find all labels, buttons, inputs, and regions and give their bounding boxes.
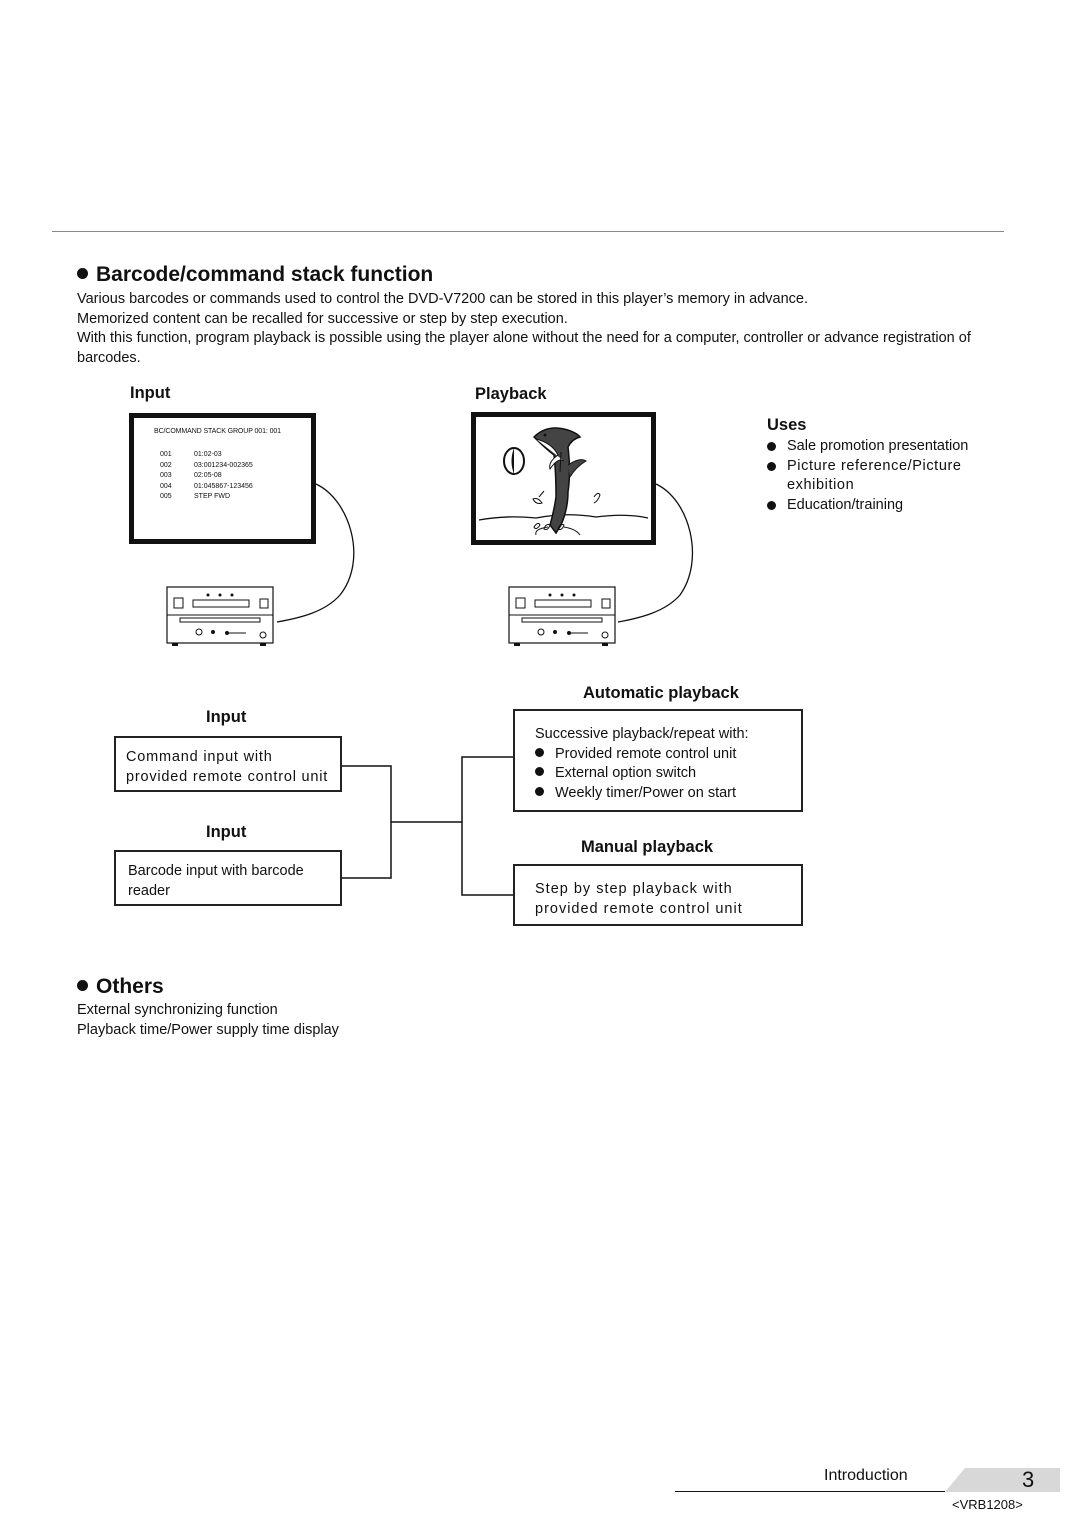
dvd-player-right <box>508 586 616 646</box>
auto-playback-box: Successive playback/repeat with: Provide… <box>513 709 803 812</box>
screen-header: BC/COMMAND STACK GROUP 001: 001 <box>154 428 281 435</box>
list-item: Provided remote control unit <box>535 745 781 765</box>
doc-code: <VRB1208> <box>952 1497 1023 1512</box>
section-title-barcode: Barcode/command stack function <box>77 263 433 287</box>
diagram-playback-label: Playback <box>475 385 547 403</box>
flow-input-label-2: Input <box>206 823 247 841</box>
playback-monitor <box>471 412 656 545</box>
diagram-input-label: Input <box>130 384 171 402</box>
list-item: External option switch <box>535 764 781 784</box>
section-title-others: Others <box>77 975 164 999</box>
page-tab-shape <box>945 1468 1060 1492</box>
manual-playback-box: Step by step playback with provided remo… <box>513 864 803 926</box>
barcode-input-box: Barcode input with barcode reader <box>114 850 342 906</box>
footer-section: Introduction <box>824 1467 908 1484</box>
uses-title: Uses <box>767 416 807 434</box>
page-number: 3 <box>1022 1467 1035 1492</box>
uses-block: Uses <box>767 416 806 435</box>
list-item: Weekly timer/Power on start <box>535 784 781 804</box>
list-item: Picture reference/Picture exhibition <box>767 457 1007 496</box>
flow-connector-lines <box>342 756 514 896</box>
bullet-icon <box>77 268 88 279</box>
bullet-icon <box>77 980 88 991</box>
footer-rule <box>675 1491 945 1492</box>
top-divider <box>52 231 1004 232</box>
others-text: External synchronizing function Playback… <box>77 1002 339 1038</box>
uses-list: Sale promotion presentation Picture refe… <box>767 437 1007 515</box>
auto-playback-label: Automatic playback <box>583 684 739 702</box>
auto-playback-list: Provided remote control unit External op… <box>535 745 781 804</box>
list-item: Sale promotion presentation <box>767 437 1007 457</box>
dolphin-illustration <box>478 427 649 536</box>
cable-lines <box>276 483 694 623</box>
list-item: Education/training <box>767 496 1007 516</box>
dvd-player-left <box>166 586 274 646</box>
manual-playback-label: Manual playback <box>581 838 714 856</box>
command-input-box: Command input with provided remote contr… <box>114 736 342 792</box>
flow-input-label-1: Input <box>206 708 247 726</box>
section-intro: Various barcodes or commands used to con… <box>77 291 971 366</box>
